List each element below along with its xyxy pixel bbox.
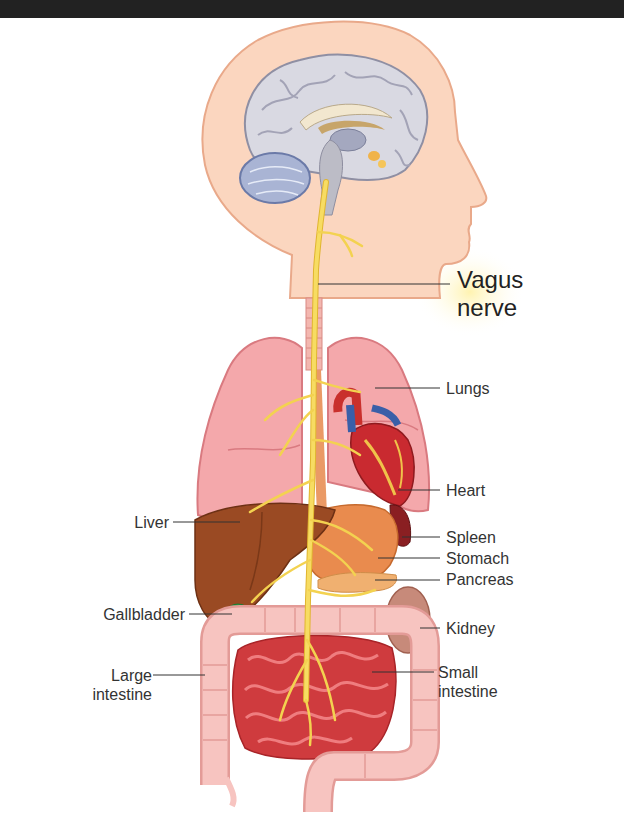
segment	[203, 714, 227, 716]
coronary-vessel	[365, 440, 395, 495]
vena-cava	[350, 405, 352, 432]
vagus-nerve	[250, 182, 375, 745]
segment	[339, 608, 341, 632]
leader-line	[173, 522, 240, 523]
leader-line	[372, 672, 434, 673]
fold	[248, 180, 304, 185]
segment	[294, 608, 296, 632]
small-intestine-mass	[233, 635, 396, 759]
segment	[264, 608, 266, 632]
top-bar	[0, 0, 624, 18]
fold	[250, 167, 302, 172]
segment	[413, 699, 437, 701]
coil	[258, 737, 352, 744]
nerve-branches	[250, 232, 375, 745]
pulmonary-artery	[372, 408, 398, 425]
organ-label: Vagus nerve	[457, 266, 569, 322]
segment	[364, 754, 366, 778]
organ-label: Kidney	[446, 619, 495, 638]
fold	[256, 191, 298, 195]
leader-line	[402, 537, 440, 538]
small-intestine	[233, 635, 396, 759]
fold	[280, 80, 298, 98]
segment	[203, 664, 227, 666]
organ-label: Stomach	[446, 549, 509, 568]
branch	[309, 590, 375, 596]
organ-label: Heart	[446, 481, 485, 500]
branch	[280, 660, 307, 720]
leader-line	[398, 490, 440, 491]
segment	[413, 669, 437, 671]
organ-label: Liver	[134, 513, 169, 532]
cerebellum	[240, 153, 310, 203]
branch	[307, 640, 335, 720]
leader-line	[378, 558, 440, 559]
coronary-vessel	[395, 440, 402, 488]
esophagus	[316, 370, 322, 515]
liver-lobe-line	[250, 512, 262, 590]
appendix	[226, 778, 234, 806]
large-intestine	[203, 608, 437, 812]
leader-line	[153, 675, 205, 676]
branch	[313, 440, 360, 455]
hypothalamus	[368, 151, 380, 161]
organ-label: Pancreas	[446, 570, 514, 589]
segment	[203, 739, 227, 741]
fold	[262, 75, 335, 110]
organ-label: Small intestine	[438, 663, 514, 701]
organ-label: Spleen	[446, 528, 496, 547]
leader-line	[420, 628, 440, 629]
organ-label: Gallbladder	[103, 605, 185, 624]
lung-fissure	[228, 445, 300, 450]
fold	[258, 128, 292, 135]
organ-label: Lungs	[446, 379, 490, 398]
segment	[203, 689, 227, 691]
organ-label: Large intestine	[70, 666, 152, 704]
fold	[345, 72, 412, 95]
coil	[246, 711, 386, 721]
colon	[215, 620, 425, 812]
colon-outline	[215, 620, 425, 812]
branch	[280, 410, 313, 455]
fold	[400, 110, 418, 140]
branch	[252, 560, 310, 602]
brain	[240, 55, 427, 215]
coil	[248, 653, 378, 663]
branch	[311, 540, 355, 575]
right-lung	[328, 338, 429, 512]
heart-body	[351, 424, 414, 506]
leader-lines	[153, 284, 450, 675]
segment	[413, 729, 437, 731]
colon-segments	[203, 608, 437, 778]
branch	[314, 380, 360, 392]
coil	[245, 683, 388, 693]
pituitary	[378, 160, 386, 168]
pancreas	[318, 573, 397, 593]
branch	[306, 700, 311, 745]
segment	[374, 608, 376, 632]
leader-line	[375, 580, 440, 581]
leader-line	[318, 284, 450, 285]
cerebellum-folds	[248, 167, 304, 195]
branch	[340, 235, 352, 256]
branch	[250, 480, 313, 512]
leader-line	[189, 614, 232, 615]
head-outline	[202, 22, 486, 298]
fold	[395, 150, 410, 166]
intestine-coils	[245, 653, 388, 744]
leader-line	[375, 388, 440, 389]
